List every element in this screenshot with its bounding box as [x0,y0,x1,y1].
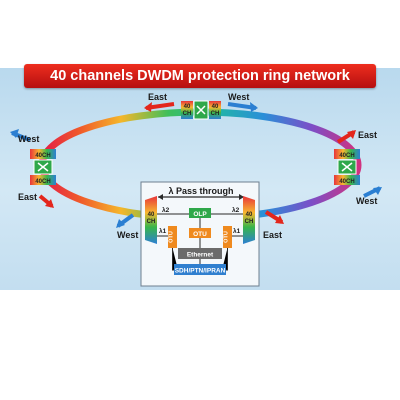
right-40ch-bottom: 40CH [339,179,354,185]
otu-left-label: OTU [169,231,175,243]
top-40-label: 40 [184,104,191,110]
olp-block [189,208,211,218]
detail-mux-right [243,196,255,244]
top-40-label-right: 40 [212,104,219,110]
bottom-node-detail: λ Pass through 40 CH 40 CH λ2 λ2 OLP OTU… [140,181,260,287]
right-node: 40CH 40CH [334,149,360,185]
top-mux-left [181,101,193,119]
right-east-label: East [358,130,377,140]
detail-mux-left [145,196,157,244]
left-40ch-top: 40CH [35,153,50,159]
lambda1-left: λ1 [159,227,167,235]
top-mux-right [209,101,221,119]
otu-center-block [189,228,211,238]
right-mux-top [334,149,360,159]
left-mux-bottom [30,175,56,185]
olp-label: OLP [193,211,207,218]
left-node: 40CH 40CH [30,149,56,185]
sdh-block [174,264,226,275]
lambda2-right: λ2 [232,206,240,214]
diagram-title: 40 channels DWDM protection ring network [24,64,376,88]
lambda1-right: λ1 [233,227,241,235]
otu-right-label: OTU [224,231,230,243]
left-west-label: West [18,134,39,144]
ethernet-block [178,248,222,259]
top-node: 40 CH 40 CH [181,100,221,120]
top-ch-label-right: CH [211,111,220,117]
detail-40-right: 40 [246,212,253,218]
right-mux-bottom [334,175,360,185]
bottom-west-label: West [117,230,138,240]
left-40ch-bottom: 40CH [35,179,50,185]
bottom-east-label: East [263,230,282,240]
top-west-label: West [228,92,249,102]
otu-left-block [168,226,177,248]
detail-ch-right: CH [245,219,254,225]
left-east-label: East [18,192,37,202]
top-ch-label: CH [183,111,192,117]
sdh-label: SDH/PTN/IPRAN [175,268,226,275]
otu-right-block [223,226,232,248]
detail-ch-left: CH [147,219,156,225]
otu-center-label: OTU [193,231,207,238]
right-west-label: West [356,196,377,206]
top-east-label: East [148,92,167,102]
lambda2-left: λ2 [162,206,170,214]
right-40ch-top: 40CH [339,153,354,159]
left-mux-top [30,149,56,159]
detail-40-left: 40 [148,212,155,218]
ethernet-label: Ethernet [187,252,214,259]
pass-through-label: λ Pass through [168,186,233,196]
